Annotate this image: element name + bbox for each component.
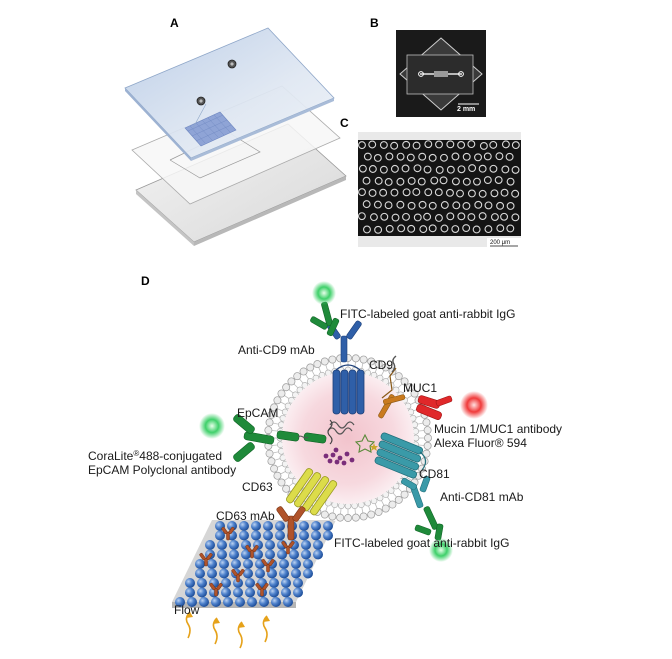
panel-label-d: D	[141, 274, 150, 288]
label-coralite-1b: 488-conjugated	[139, 449, 222, 463]
cd63-mab-icon	[231, 568, 245, 583]
label-anti-cd81: Anti-CD81 mAb	[440, 490, 524, 504]
cd63-mab-icon	[261, 558, 275, 573]
rna-icon	[329, 421, 355, 429]
label-coralite-sup: ®	[133, 449, 139, 458]
cd63-mab-capture	[276, 506, 306, 541]
capture-surface	[172, 520, 336, 608]
pillar-pores	[357, 140, 520, 234]
label-cd63: CD63	[242, 480, 273, 494]
label-fitc-top: FITC-labeled goat anti-rabbit IgG	[340, 307, 515, 321]
panel-label-a: A	[170, 16, 179, 30]
cd63-mab-icon	[255, 582, 269, 597]
cd81-tetraspanin	[374, 432, 427, 479]
alexa-fluor-glow-icon	[460, 391, 488, 419]
cd63-mab-icon	[221, 526, 235, 541]
label-epcam: EpCAM	[237, 406, 278, 420]
cd63-mab-icon	[199, 552, 213, 567]
device-photo: 2 mm	[396, 30, 486, 117]
scale-bar-b: 2 mm	[457, 106, 475, 113]
device-exploded-view	[124, 27, 347, 246]
label-cd63-mab: CD63 mAb	[216, 509, 275, 523]
label-mucin-1: Mucin 1/MUC1 antibody	[434, 422, 562, 436]
panel-label-b: B	[370, 16, 379, 30]
cd63-mab-array	[199, 526, 295, 597]
pillar-array-micrograph: 200 μm	[357, 132, 521, 247]
coralite-epcam-antibody	[233, 414, 275, 462]
cd63-mab-icon	[209, 582, 223, 597]
cd63-mab-icon	[245, 544, 259, 559]
fitc-igg-top	[310, 301, 340, 337]
flow-arrows-icon	[185, 611, 268, 649]
label-coralite-1a: CoraLite	[88, 449, 134, 463]
label-anti-cd9: Anti-CD9 mAb	[238, 343, 315, 357]
label-muc1: MUC1	[403, 381, 437, 395]
anti-cd81-mab	[401, 475, 431, 509]
scale-bar-c: 200 μm	[490, 240, 510, 246]
label-coralite-1: CoraLite®488-conjugated	[88, 449, 222, 463]
fitc-igg-bottom	[414, 506, 444, 541]
cargo-icon	[323, 447, 355, 466]
epcam-protein	[276, 419, 333, 445]
cd9-tetraspanin	[332, 364, 365, 415]
label-cd81: CD81	[419, 467, 450, 481]
fitc-glow-top-icon	[312, 281, 336, 305]
flow-label: Flow	[174, 603, 200, 617]
cd63-tetraspanin	[286, 468, 338, 516]
mucin-antibody	[416, 395, 453, 420]
panel-label-c: C	[340, 116, 349, 130]
coralite-glow-icon	[199, 413, 225, 439]
label-cd9: CD9	[369, 358, 393, 372]
label-mucin-2: Alexa Fluor® 594	[434, 436, 527, 450]
label-coralite-2: EpCAM Polyclonal antibody	[88, 463, 236, 477]
label-fitc-bottom: FITC-labeled goat anti-rabbit IgG	[334, 536, 509, 550]
muc1-protein	[378, 355, 406, 419]
fitc-glow-bottom-icon	[429, 538, 453, 562]
protein-star-icon	[354, 433, 376, 453]
cd63-mab-icon	[281, 540, 295, 555]
